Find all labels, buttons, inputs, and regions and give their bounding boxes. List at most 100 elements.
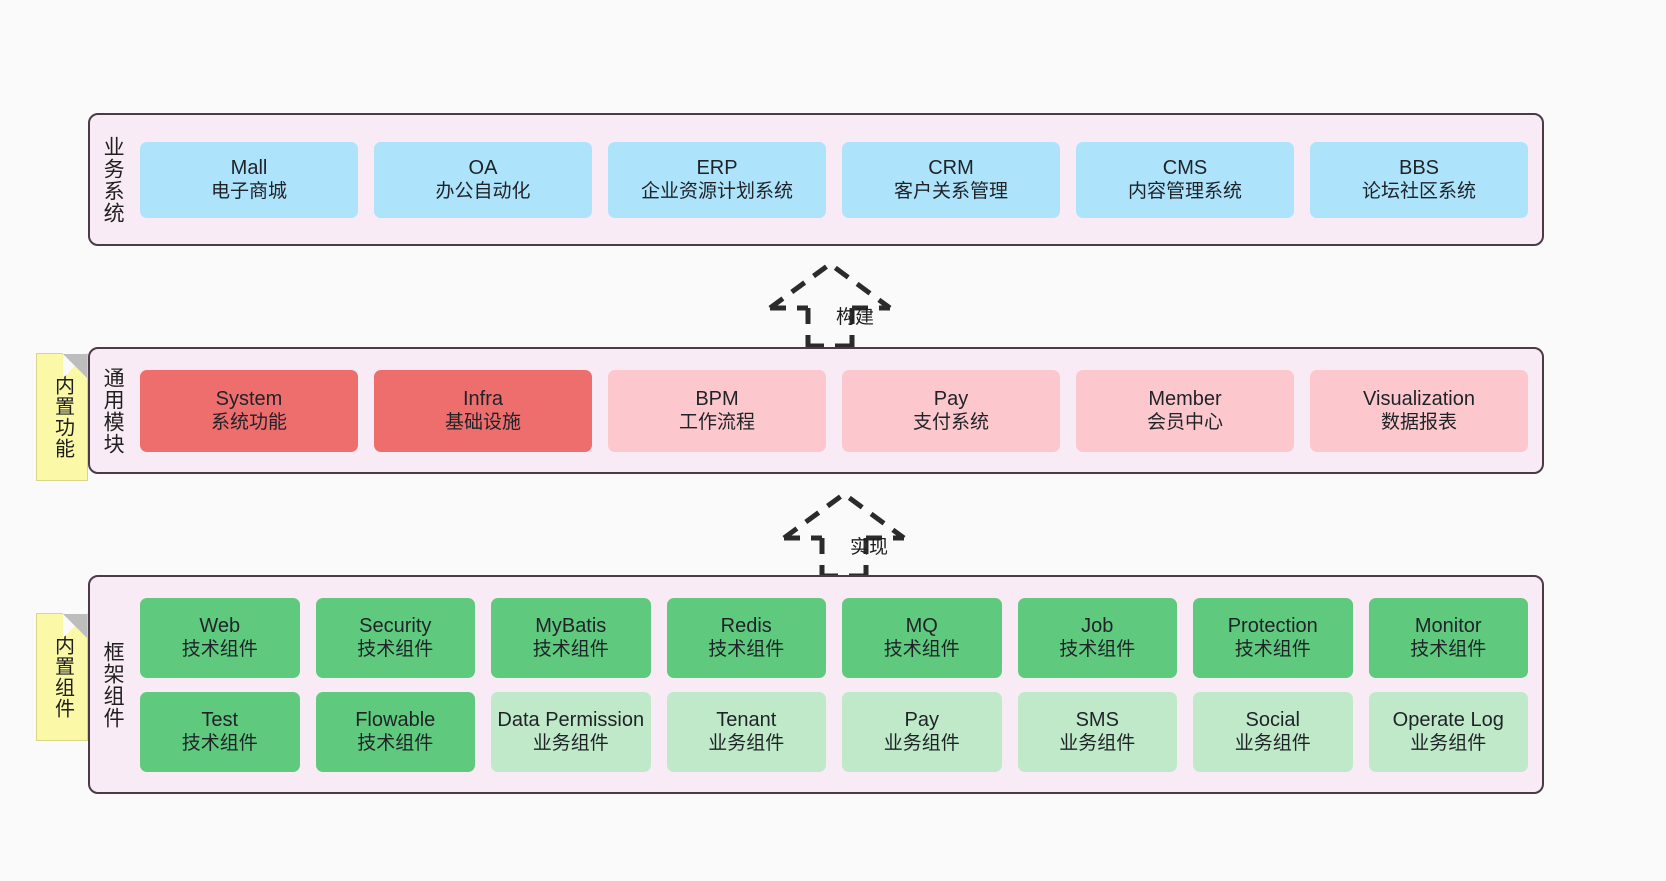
node-web-desc: 技术组件 bbox=[181, 639, 258, 661]
node-data-permission[interactable]: Data Permission 业务组件 bbox=[491, 691, 651, 772]
node-web[interactable]: Web 技术组件 bbox=[140, 597, 300, 678]
node-data-permission-name: Data Permission bbox=[497, 708, 645, 731]
node-infra[interactable]: Infra 基础设施 bbox=[374, 369, 592, 452]
node-oa-desc: 办公自动化 bbox=[435, 181, 531, 203]
business-node-row: Mall 电子商城 OA 办公自动化 ERP 企业资源计划系统 CRM 客户关系… bbox=[140, 141, 1528, 218]
note-builtin-component: 内置组件 bbox=[36, 613, 88, 741]
node-cms[interactable]: CMS 内容管理系统 bbox=[1076, 141, 1294, 218]
node-erp-desc: 企业资源计划系统 bbox=[640, 181, 793, 203]
node-data-permission-desc: 业务组件 bbox=[532, 733, 609, 755]
node-member[interactable]: Member 会员中心 bbox=[1076, 369, 1294, 452]
node-pay-module[interactable]: Pay 支付系统 bbox=[842, 369, 1060, 452]
layer-business-system: 业务系统 Mall 电子商城 OA 办公自动化 ERP 企业资源计划系统 CRM… bbox=[88, 113, 1544, 246]
node-test-desc: 技术组件 bbox=[181, 733, 258, 755]
node-visualization-desc: 数据报表 bbox=[1380, 412, 1457, 434]
node-crm-desc: 客户关系管理 bbox=[893, 181, 1008, 203]
node-pay-component-desc: 业务组件 bbox=[883, 733, 960, 755]
node-security-name: Security bbox=[359, 614, 432, 637]
node-tenant-desc: 业务组件 bbox=[708, 733, 785, 755]
node-job-desc: 技术组件 bbox=[1059, 639, 1136, 661]
node-bpm-desc: 工作流程 bbox=[678, 412, 755, 434]
node-bpm-name: BPM bbox=[695, 387, 739, 410]
node-infra-desc: 基础设施 bbox=[444, 412, 521, 434]
node-mybatis[interactable]: MyBatis 技术组件 bbox=[491, 597, 651, 678]
node-flowable-desc: 技术组件 bbox=[357, 733, 434, 755]
node-erp-name: ERP bbox=[696, 156, 738, 179]
node-flowable-name: Flowable bbox=[355, 708, 436, 731]
node-protection-name: Protection bbox=[1227, 614, 1318, 637]
node-system-name: System bbox=[215, 387, 283, 410]
node-mybatis-desc: 技术组件 bbox=[532, 639, 609, 661]
node-redis-desc: 技术组件 bbox=[708, 639, 785, 661]
node-oa-name: OA bbox=[468, 156, 498, 179]
node-infra-name: Infra bbox=[462, 387, 504, 410]
node-web-name: Web bbox=[199, 614, 241, 637]
node-system-desc: 系统功能 bbox=[210, 412, 287, 434]
node-system[interactable]: System 系统功能 bbox=[140, 369, 358, 452]
node-security[interactable]: Security 技术组件 bbox=[315, 597, 475, 678]
node-operate-log[interactable]: Operate Log 业务组件 bbox=[1368, 691, 1528, 772]
node-oa[interactable]: OA 办公自动化 bbox=[374, 141, 592, 218]
node-bbs-desc: 论坛社区系统 bbox=[1361, 181, 1476, 203]
node-bbs[interactable]: BBS 论坛社区系统 bbox=[1310, 141, 1528, 218]
node-mq-name: MQ bbox=[905, 614, 938, 637]
connector-build-arrow-icon bbox=[768, 260, 892, 348]
note-builtin-function-text: 内置功能 bbox=[51, 375, 74, 459]
node-protection[interactable]: Protection 技术组件 bbox=[1193, 597, 1353, 678]
node-tenant-name: Tenant bbox=[716, 708, 777, 731]
node-crm-name: CRM bbox=[928, 156, 974, 179]
layer-common-module: 通用模块 System 系统功能 Infra 基础设施 BPM 工作流程 Pay… bbox=[88, 347, 1544, 474]
node-pay-module-desc: 支付系统 bbox=[912, 412, 989, 434]
node-sms[interactable]: SMS 业务组件 bbox=[1017, 691, 1177, 772]
node-job[interactable]: Job 技术组件 bbox=[1017, 597, 1177, 678]
framework-tech-row: Web 技术组件 Security 技术组件 MyBatis 技术组件 Redi… bbox=[140, 597, 1528, 678]
node-cms-desc: 内容管理系统 bbox=[1127, 181, 1242, 203]
node-member-desc: 会员中心 bbox=[1146, 412, 1223, 434]
node-test-name: Test bbox=[201, 708, 239, 731]
node-sms-name: SMS bbox=[1075, 708, 1119, 731]
node-bbs-name: BBS bbox=[1398, 156, 1440, 179]
note-builtin-function: 内置功能 bbox=[36, 353, 88, 481]
node-pay-component[interactable]: Pay 业务组件 bbox=[842, 691, 1002, 772]
node-mall[interactable]: Mall 电子商城 bbox=[140, 141, 358, 218]
node-monitor-name: Monitor bbox=[1414, 614, 1482, 637]
node-redis[interactable]: Redis 技术组件 bbox=[666, 597, 826, 678]
node-mall-desc: 电子商城 bbox=[210, 181, 287, 203]
layer-common-module-body: System 系统功能 Infra 基础设施 BPM 工作流程 Pay 支付系统… bbox=[134, 349, 1542, 472]
node-crm[interactable]: CRM 客户关系管理 bbox=[842, 141, 1060, 218]
node-pay-module-name: Pay bbox=[933, 387, 969, 410]
node-social-desc: 业务组件 bbox=[1234, 733, 1311, 755]
node-mall-name: Mall bbox=[230, 156, 268, 179]
node-mq[interactable]: MQ 技术组件 bbox=[842, 597, 1002, 678]
connector-implement: 实现 bbox=[774, 488, 934, 598]
node-protection-desc: 技术组件 bbox=[1234, 639, 1311, 661]
node-mq-desc: 技术组件 bbox=[883, 639, 960, 661]
layer-framework-component-body: Web 技术组件 Security 技术组件 MyBatis 技术组件 Redi… bbox=[134, 577, 1542, 792]
node-monitor-desc: 技术组件 bbox=[1410, 639, 1487, 661]
node-member-name: Member bbox=[1148, 387, 1222, 410]
layer-common-module-title: 通用模块 bbox=[101, 366, 125, 455]
node-social-name: Social bbox=[1245, 708, 1300, 731]
node-operate-log-desc: 业务组件 bbox=[1410, 733, 1487, 755]
layer-framework-component: 框架组件 Web 技术组件 Security 技术组件 MyBatis 技术组件… bbox=[88, 575, 1544, 794]
framework-biz-row: Test 技术组件 Flowable 技术组件 Data Permission … bbox=[140, 691, 1528, 772]
layer-framework-component-title: 框架组件 bbox=[101, 640, 125, 729]
common-node-row: System 系统功能 Infra 基础设施 BPM 工作流程 Pay 支付系统… bbox=[140, 369, 1528, 452]
node-test[interactable]: Test 技术组件 bbox=[140, 691, 300, 772]
node-sms-desc: 业务组件 bbox=[1059, 733, 1136, 755]
node-visualization[interactable]: Visualization 数据报表 bbox=[1310, 369, 1528, 452]
connector-implement-label: 实现 bbox=[850, 537, 889, 558]
node-erp[interactable]: ERP 企业资源计划系统 bbox=[608, 141, 826, 218]
node-flowable[interactable]: Flowable 技术组件 bbox=[315, 691, 475, 772]
node-bpm[interactable]: BPM 工作流程 bbox=[608, 369, 826, 452]
node-tenant[interactable]: Tenant 业务组件 bbox=[666, 691, 826, 772]
node-job-name: Job bbox=[1081, 614, 1114, 637]
node-monitor[interactable]: Monitor 技术组件 bbox=[1368, 597, 1528, 678]
node-redis-name: Redis bbox=[720, 614, 772, 637]
layer-business-system-body: Mall 电子商城 OA 办公自动化 ERP 企业资源计划系统 CRM 客户关系… bbox=[134, 115, 1542, 244]
node-mybatis-name: MyBatis bbox=[535, 614, 607, 637]
node-social[interactable]: Social 业务组件 bbox=[1193, 691, 1353, 772]
node-cms-name: CMS bbox=[1162, 156, 1208, 179]
node-operate-log-name: Operate Log bbox=[1392, 708, 1504, 731]
